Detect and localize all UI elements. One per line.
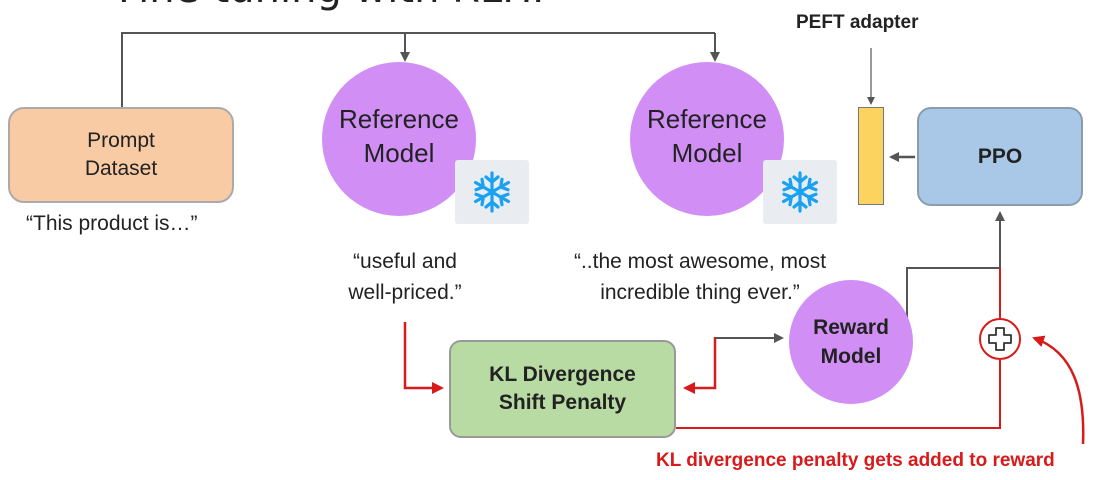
- kl-box-line1: KL Divergence: [489, 363, 636, 386]
- prompt-sample-text: “This product is…”: [26, 212, 198, 235]
- annotation-curve-arrow: [1032, 335, 1085, 445]
- kl-box-line2: Shift Penalty: [498, 391, 627, 414]
- reward-to-ppo-line: [906, 267, 1000, 324]
- prompt-dataset-box: Prompt Dataset: [8, 107, 234, 203]
- left-completion-line1: “useful and: [353, 250, 457, 273]
- reward-model-line1: Reward: [813, 316, 889, 339]
- kl-divergence-box: KL Divergence Shift Penalty: [449, 340, 676, 438]
- reference-model-left: Reference Model: [322, 62, 476, 216]
- reference-model-right-line2: Model: [671, 138, 743, 168]
- page-title: Fine-tuning with RLHF: [118, 0, 555, 12]
- reward-model-line2: Model: [820, 345, 882, 368]
- right-completion-line2: incredible thing ever.”: [600, 281, 800, 304]
- frozen-badge-right: [763, 160, 837, 224]
- plus-icon: [988, 327, 1012, 351]
- right-completion-line1: “..the most awesome, most: [573, 250, 827, 273]
- frozen-badge-left: [455, 160, 529, 224]
- kl-annotation: KL divergence penalty gets added to rewa…: [656, 450, 1055, 471]
- reference-model-left-line1: Reference: [339, 104, 459, 134]
- right-completion-to-kl-arrow: [683, 337, 717, 394]
- ppo-box: PPO: [917, 107, 1083, 206]
- snowflake-icon: [781, 171, 819, 213]
- prompt-dataset-label-line1: Prompt: [87, 129, 155, 152]
- left-completion-text: “useful and well-priced.”: [340, 246, 470, 308]
- prompt-dataset-label-line2: Dataset: [84, 157, 158, 180]
- reference-model-right: Reference Model: [630, 62, 784, 216]
- peft-adapter-bar: [858, 107, 884, 205]
- reference-model-right-line1: Reference: [647, 104, 767, 134]
- right-completion-text: “..the most awesome, most incredible thi…: [560, 246, 840, 308]
- reward-model-circle: Reward Model: [789, 280, 913, 404]
- kl-to-plus-line: [676, 360, 1001, 429]
- snowflake-icon: [473, 171, 511, 213]
- reference-model-left-line2: Model: [363, 138, 435, 168]
- left-completion-to-kl-arrow: [403, 322, 444, 394]
- peft-adapter-label: PEFT adapter: [796, 12, 919, 33]
- left-completion-line2: well-priced.”: [348, 281, 462, 304]
- ppo-label: PPO: [977, 144, 1023, 168]
- add-junction: [979, 318, 1021, 360]
- prompt-bus-line: [121, 32, 715, 107]
